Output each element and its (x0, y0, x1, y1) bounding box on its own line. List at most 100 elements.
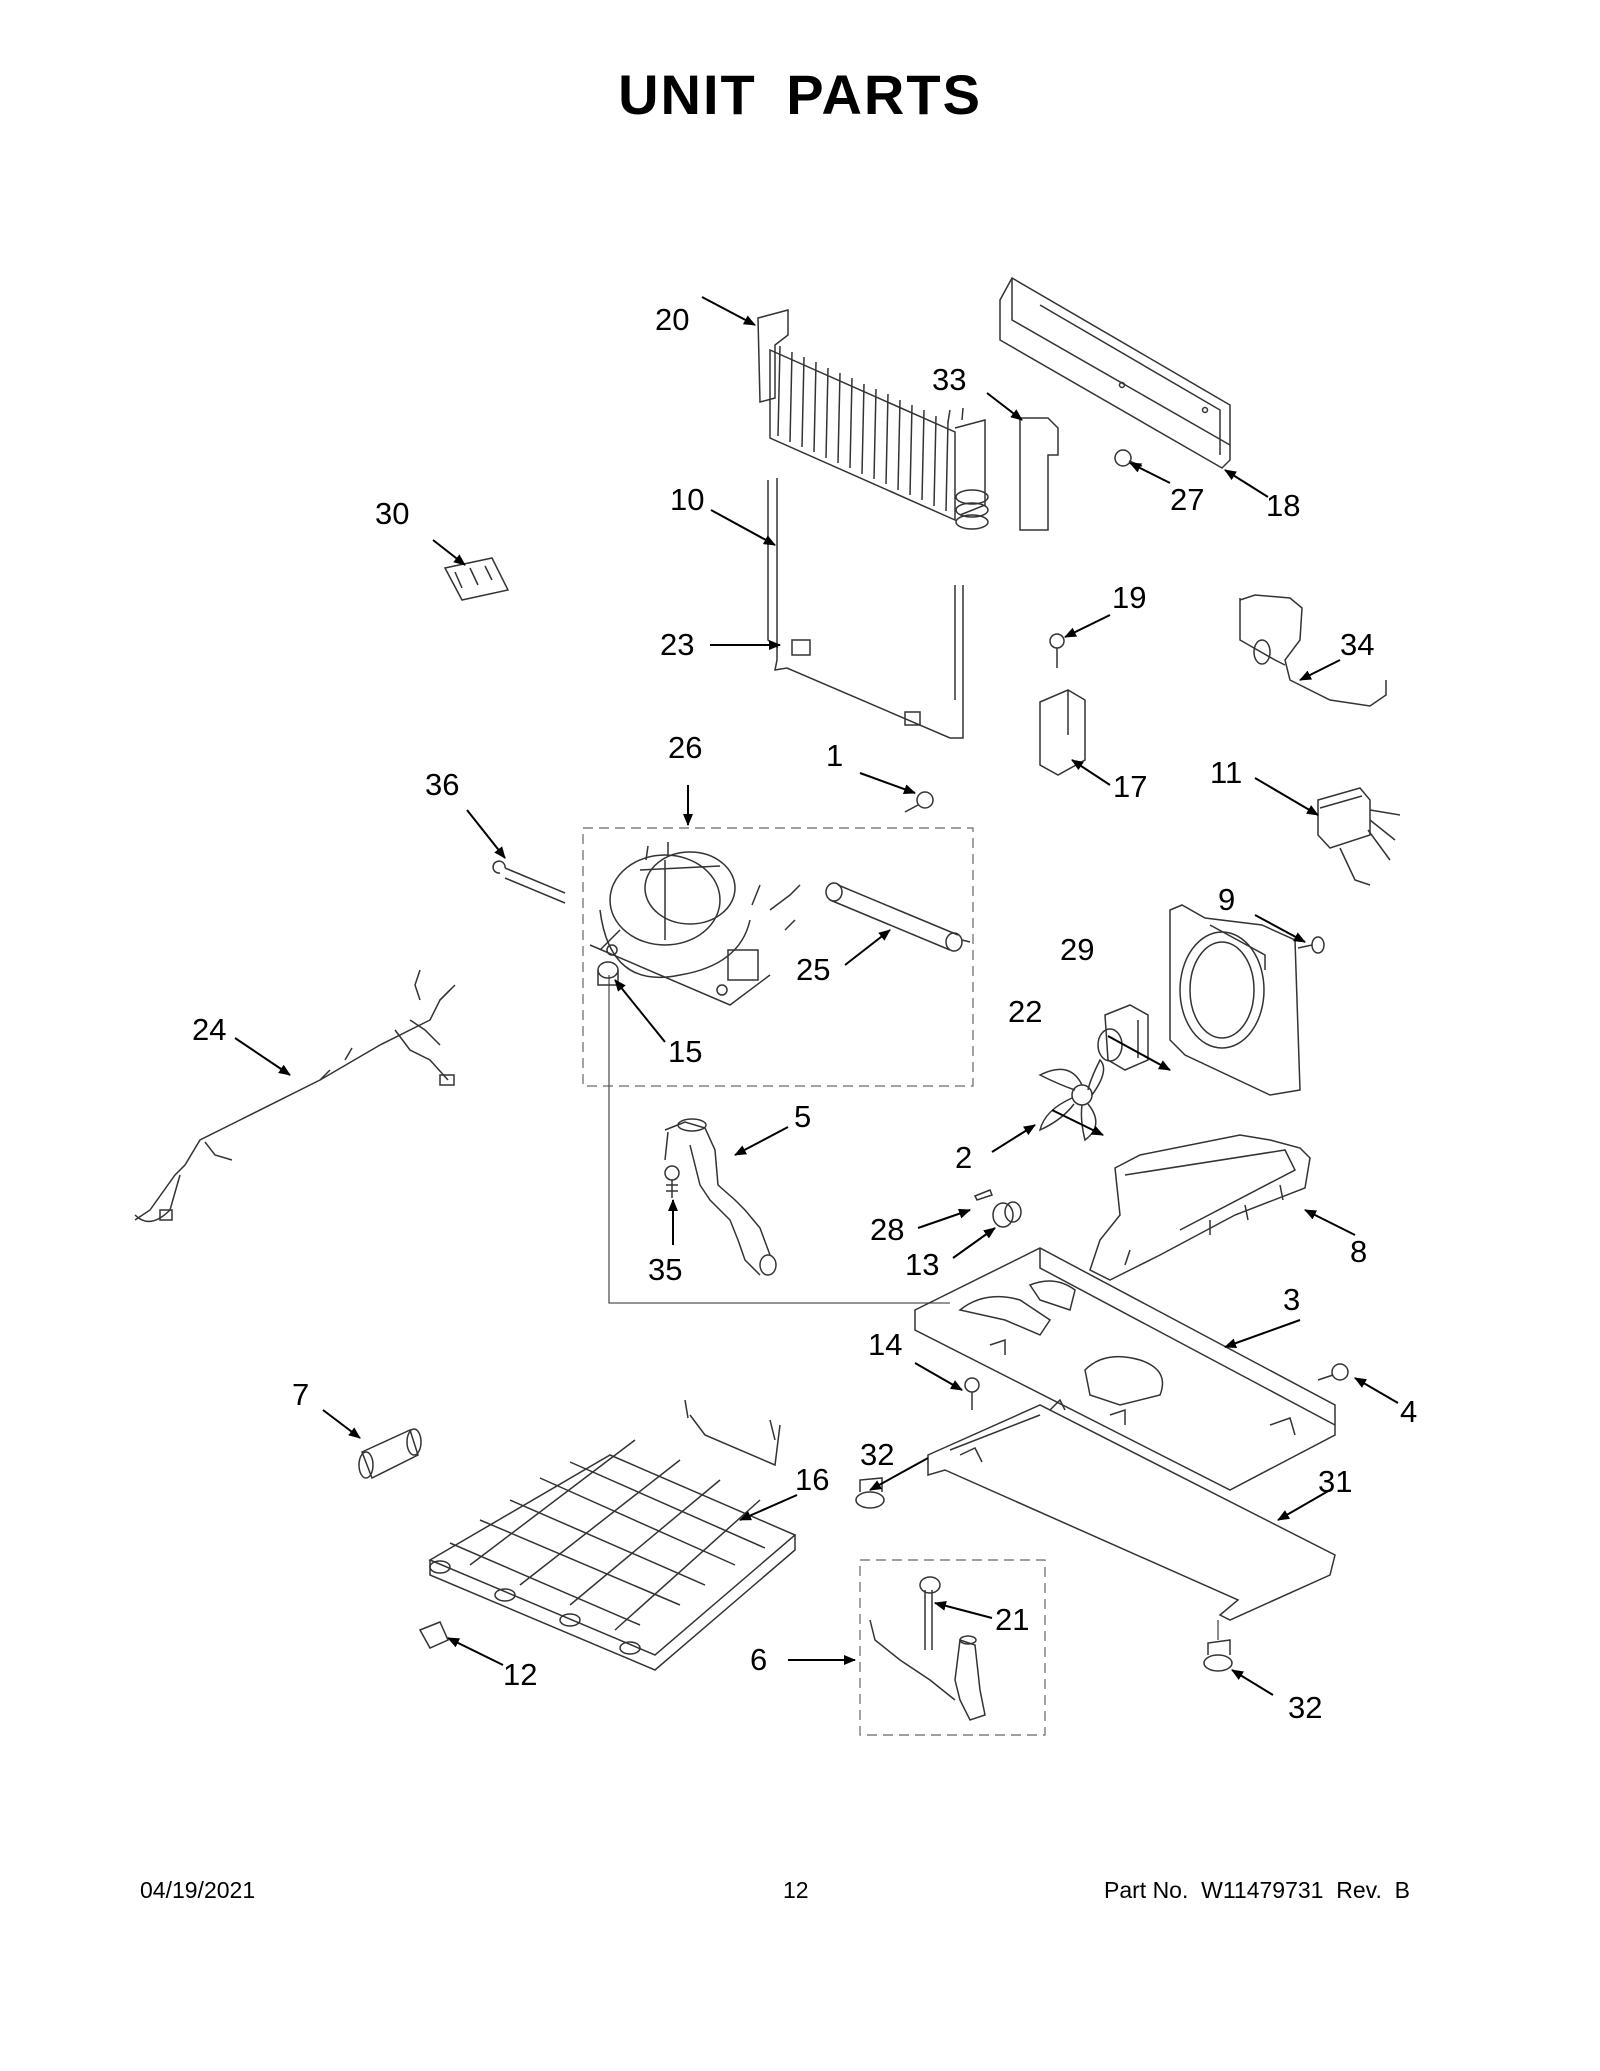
footer-page-number: 12 (783, 1877, 809, 1903)
screw-27 (1114, 449, 1143, 467)
callout-28: 28 (870, 1212, 904, 1247)
screw-35 (664, 1165, 680, 1198)
callout-32-bottom: 32 (1288, 1690, 1322, 1725)
arrow-3 (1224, 1319, 1301, 1348)
callout-16: 16 (795, 1462, 829, 1497)
callout-13: 13 (905, 1247, 939, 1282)
arrow-20 (701, 296, 756, 326)
callout-22: 22 (1008, 994, 1042, 1029)
arrow-11 (1254, 777, 1319, 816)
relay (1317, 787, 1401, 886)
fan-motor (1097, 1004, 1149, 1071)
callout-25: 25 (796, 952, 830, 987)
callout-14: 14 (868, 1327, 902, 1362)
callout-11: 11 (1210, 755, 1242, 790)
callout-7: 7 (292, 1377, 309, 1412)
callout-20: 20 (655, 302, 689, 337)
condenser-shroud (999, 276, 1231, 469)
callout-17: 17 (1113, 769, 1147, 804)
arrow-1 (859, 772, 916, 794)
arrow-27 (1129, 462, 1171, 484)
page-title: UNIT PARTS (618, 63, 982, 126)
compressor-leader-line (608, 975, 950, 1304)
arrow-33 (986, 392, 1023, 421)
strap (492, 860, 566, 904)
callout-9: 9 (1218, 882, 1235, 917)
screw-9 (1297, 936, 1325, 954)
callout-3: 3 (1283, 1282, 1300, 1317)
arrow-15 (614, 979, 666, 1043)
foot-32b (1203, 1639, 1233, 1672)
screw-4 (1317, 1363, 1349, 1381)
arrow-28 (917, 1208, 971, 1229)
clip (418, 1621, 449, 1649)
filter-dryer (825, 882, 971, 952)
screw-1 (904, 791, 934, 813)
callout-21: 21 (995, 1602, 1029, 1637)
arrow-8 (1304, 1209, 1356, 1236)
base-plate (914, 1247, 1336, 1491)
arrow-34 (1299, 659, 1341, 681)
evaporator (428, 1399, 797, 1671)
arrow-10 (710, 509, 776, 546)
arrow-13 (952, 1227, 996, 1259)
callout-5: 5 (794, 1099, 811, 1134)
arrow-7 (322, 1409, 361, 1439)
tube-assembly (767, 478, 964, 739)
arrow-18 (1224, 469, 1269, 498)
callout-18: 18 (1266, 488, 1300, 523)
grommet (597, 961, 619, 986)
arrow-22 (1051, 1109, 1104, 1136)
arrow-12 (447, 1637, 504, 1666)
arrow-32b (1231, 1669, 1274, 1696)
fan-blade (1038, 1058, 1105, 1142)
callout-29: 29 (1060, 932, 1094, 967)
arrow-21 (934, 1600, 993, 1619)
insulation-tube (358, 1428, 422, 1480)
arrow-19 (1064, 614, 1111, 638)
callout-10: 10 (670, 482, 704, 517)
arrow-24 (234, 1037, 291, 1076)
wire-harness (134, 969, 456, 1223)
arrow-36 (466, 809, 506, 859)
callout-15: 15 (668, 1034, 702, 1069)
cover-plate (927, 1398, 1336, 1621)
callout-36: 36 (425, 767, 459, 802)
arrow-31 (1277, 1489, 1331, 1521)
callout-27: 27 (1170, 482, 1204, 517)
arrow-2 (991, 1124, 1036, 1153)
arrow-9 (1254, 914, 1306, 943)
callout-24: 24 (192, 1012, 226, 1047)
arrow-32a (869, 1457, 929, 1491)
defrost-kit-box (859, 1559, 1046, 1736)
callout-32-top: 32 (860, 1437, 894, 1472)
callout-33: 33 (932, 362, 966, 397)
arrow-29 (1107, 1035, 1171, 1071)
callout-30: 30 (375, 496, 409, 531)
arrow-5 (734, 1126, 789, 1156)
drain-pan (1089, 1134, 1311, 1281)
defrost-heater (869, 1576, 986, 1721)
drain-tube (664, 1118, 777, 1276)
pad (443, 557, 510, 601)
fan-shroud (1169, 904, 1301, 1096)
arrow-30 (432, 539, 466, 566)
spacer-bracket (1019, 417, 1059, 531)
pin (973, 1189, 993, 1201)
arrow-14 (914, 1362, 963, 1391)
callout-8: 8 (1350, 1234, 1367, 1269)
callout-31: 31 (1318, 1464, 1352, 1499)
footer-date: 04/19/2021 (140, 1877, 256, 1903)
callout-26: 26 (668, 730, 702, 765)
compressor (589, 842, 801, 1006)
callout-6: 6 (750, 1642, 767, 1677)
bracket-17 (1039, 633, 1086, 776)
compressor-kit-box (582, 827, 974, 1087)
callout-34: 34 (1340, 627, 1374, 662)
callout-35: 35 (648, 1252, 682, 1287)
arrow-16 (739, 1494, 798, 1521)
callout-19: 19 (1112, 580, 1146, 615)
condenser-coil (757, 309, 989, 530)
arrow-25 (844, 929, 891, 966)
grommet-13 (992, 1201, 1022, 1228)
